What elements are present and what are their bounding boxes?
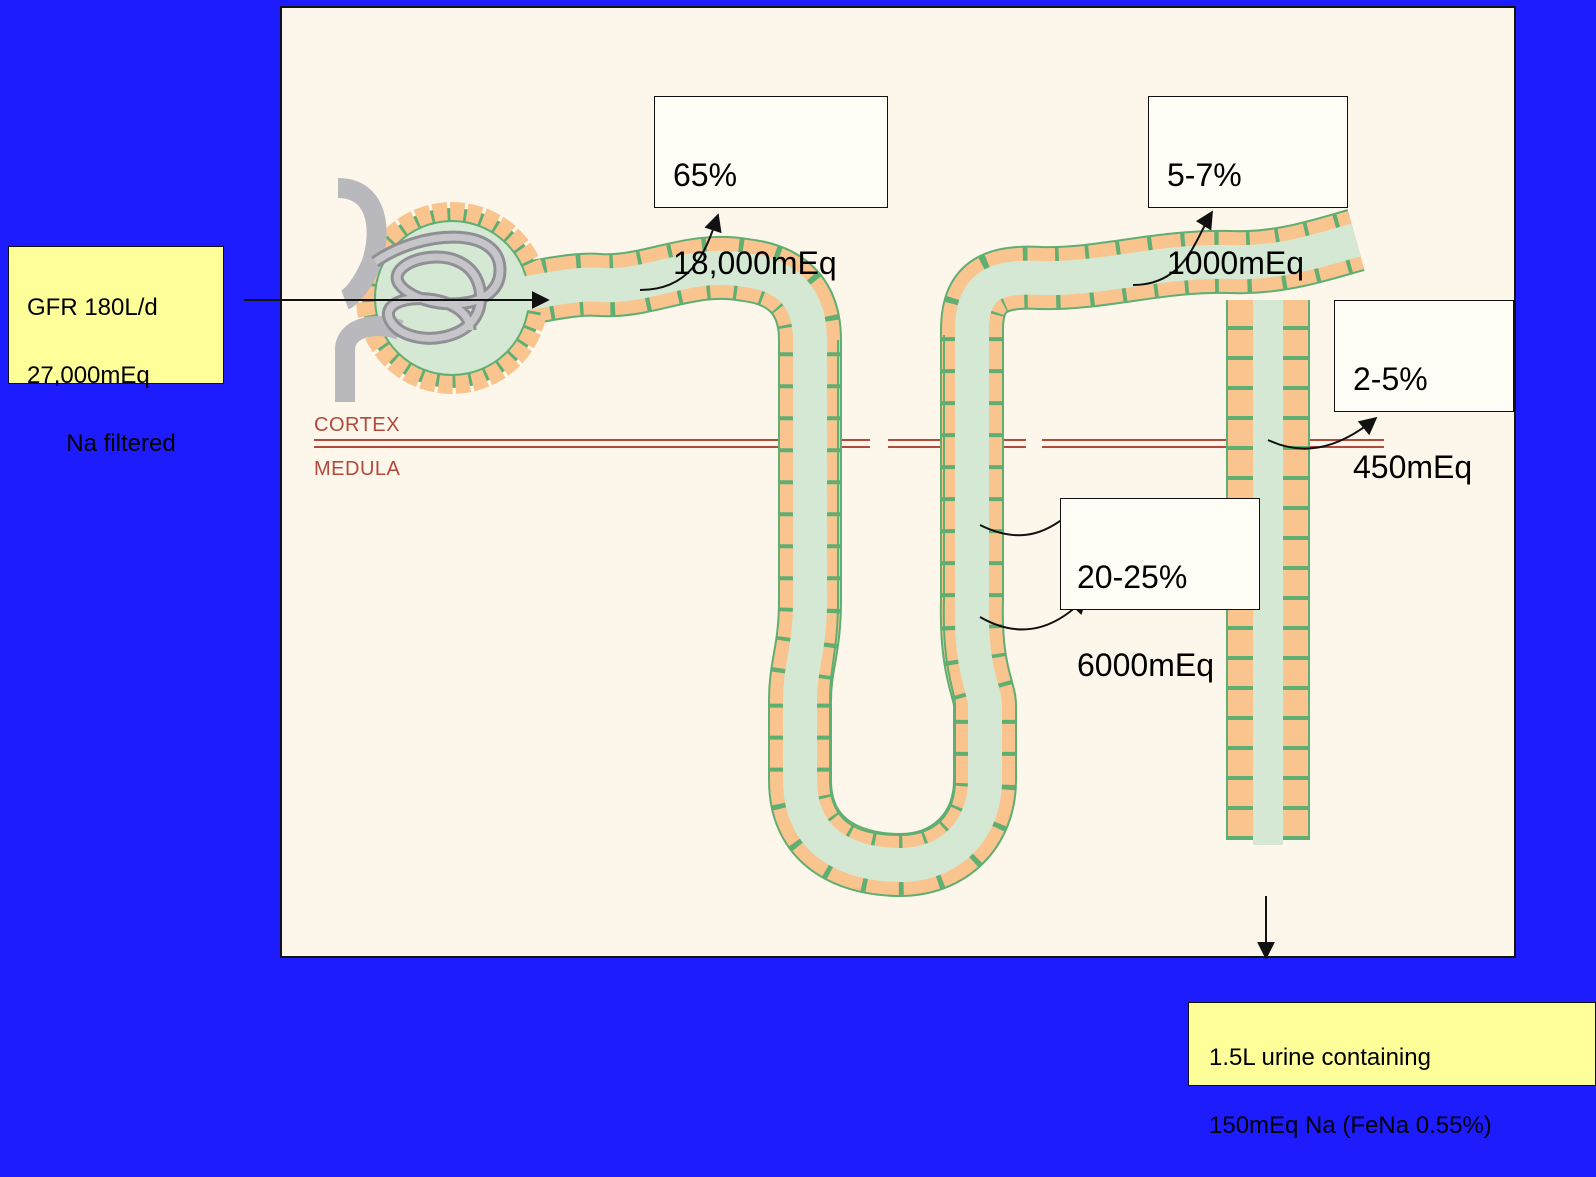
filtered-label: Na filtered [27, 427, 215, 461]
proximal-percent: 65% [673, 153, 873, 197]
filtered-load: 27,000mEq [27, 359, 215, 393]
distal-amount: 1000mEq [1167, 241, 1333, 285]
gfr-rate: GFR 180L/d [27, 291, 215, 325]
proximal-tubule-callout: 65% 18,000mEq [654, 96, 888, 208]
collecting-amount: 450mEq [1353, 445, 1499, 489]
loop-percent: 20-25% [1077, 555, 1245, 599]
distal-tubule-callout: 5-7% 1000mEq [1148, 96, 1348, 208]
urine-sodium: 150mEq Na (FeNa 0.55%) [1209, 1109, 1587, 1143]
urine-volume: 1.5L urine containing [1209, 1041, 1587, 1075]
loop-of-henle-callout: 20-25% 6000mEq [1060, 498, 1260, 610]
urine-callout: 1.5L urine containing 150mEq Na (FeNa 0.… [1188, 1002, 1596, 1086]
collecting-duct-callout: 2-5% 450mEq [1334, 300, 1514, 412]
cortex-label: CORTEX [314, 414, 400, 437]
filtration-callout: GFR 180L/d 27,000mEq Na filtered [8, 246, 224, 384]
cortex-medulla-boundary [314, 440, 1384, 447]
collecting-percent: 2-5% [1353, 357, 1499, 401]
nephron-diagram: CORTEX MEDULA GFR 180L/d 27,000mEq Na fi… [0, 0, 1596, 1086]
loop-inner-wall [830, 335, 955, 835]
distal-percent: 5-7% [1167, 153, 1333, 197]
proximal-amount: 18,000mEq [673, 241, 873, 285]
medula-label: MEDULA [314, 458, 400, 481]
loop-amount: 6000mEq [1077, 643, 1245, 687]
